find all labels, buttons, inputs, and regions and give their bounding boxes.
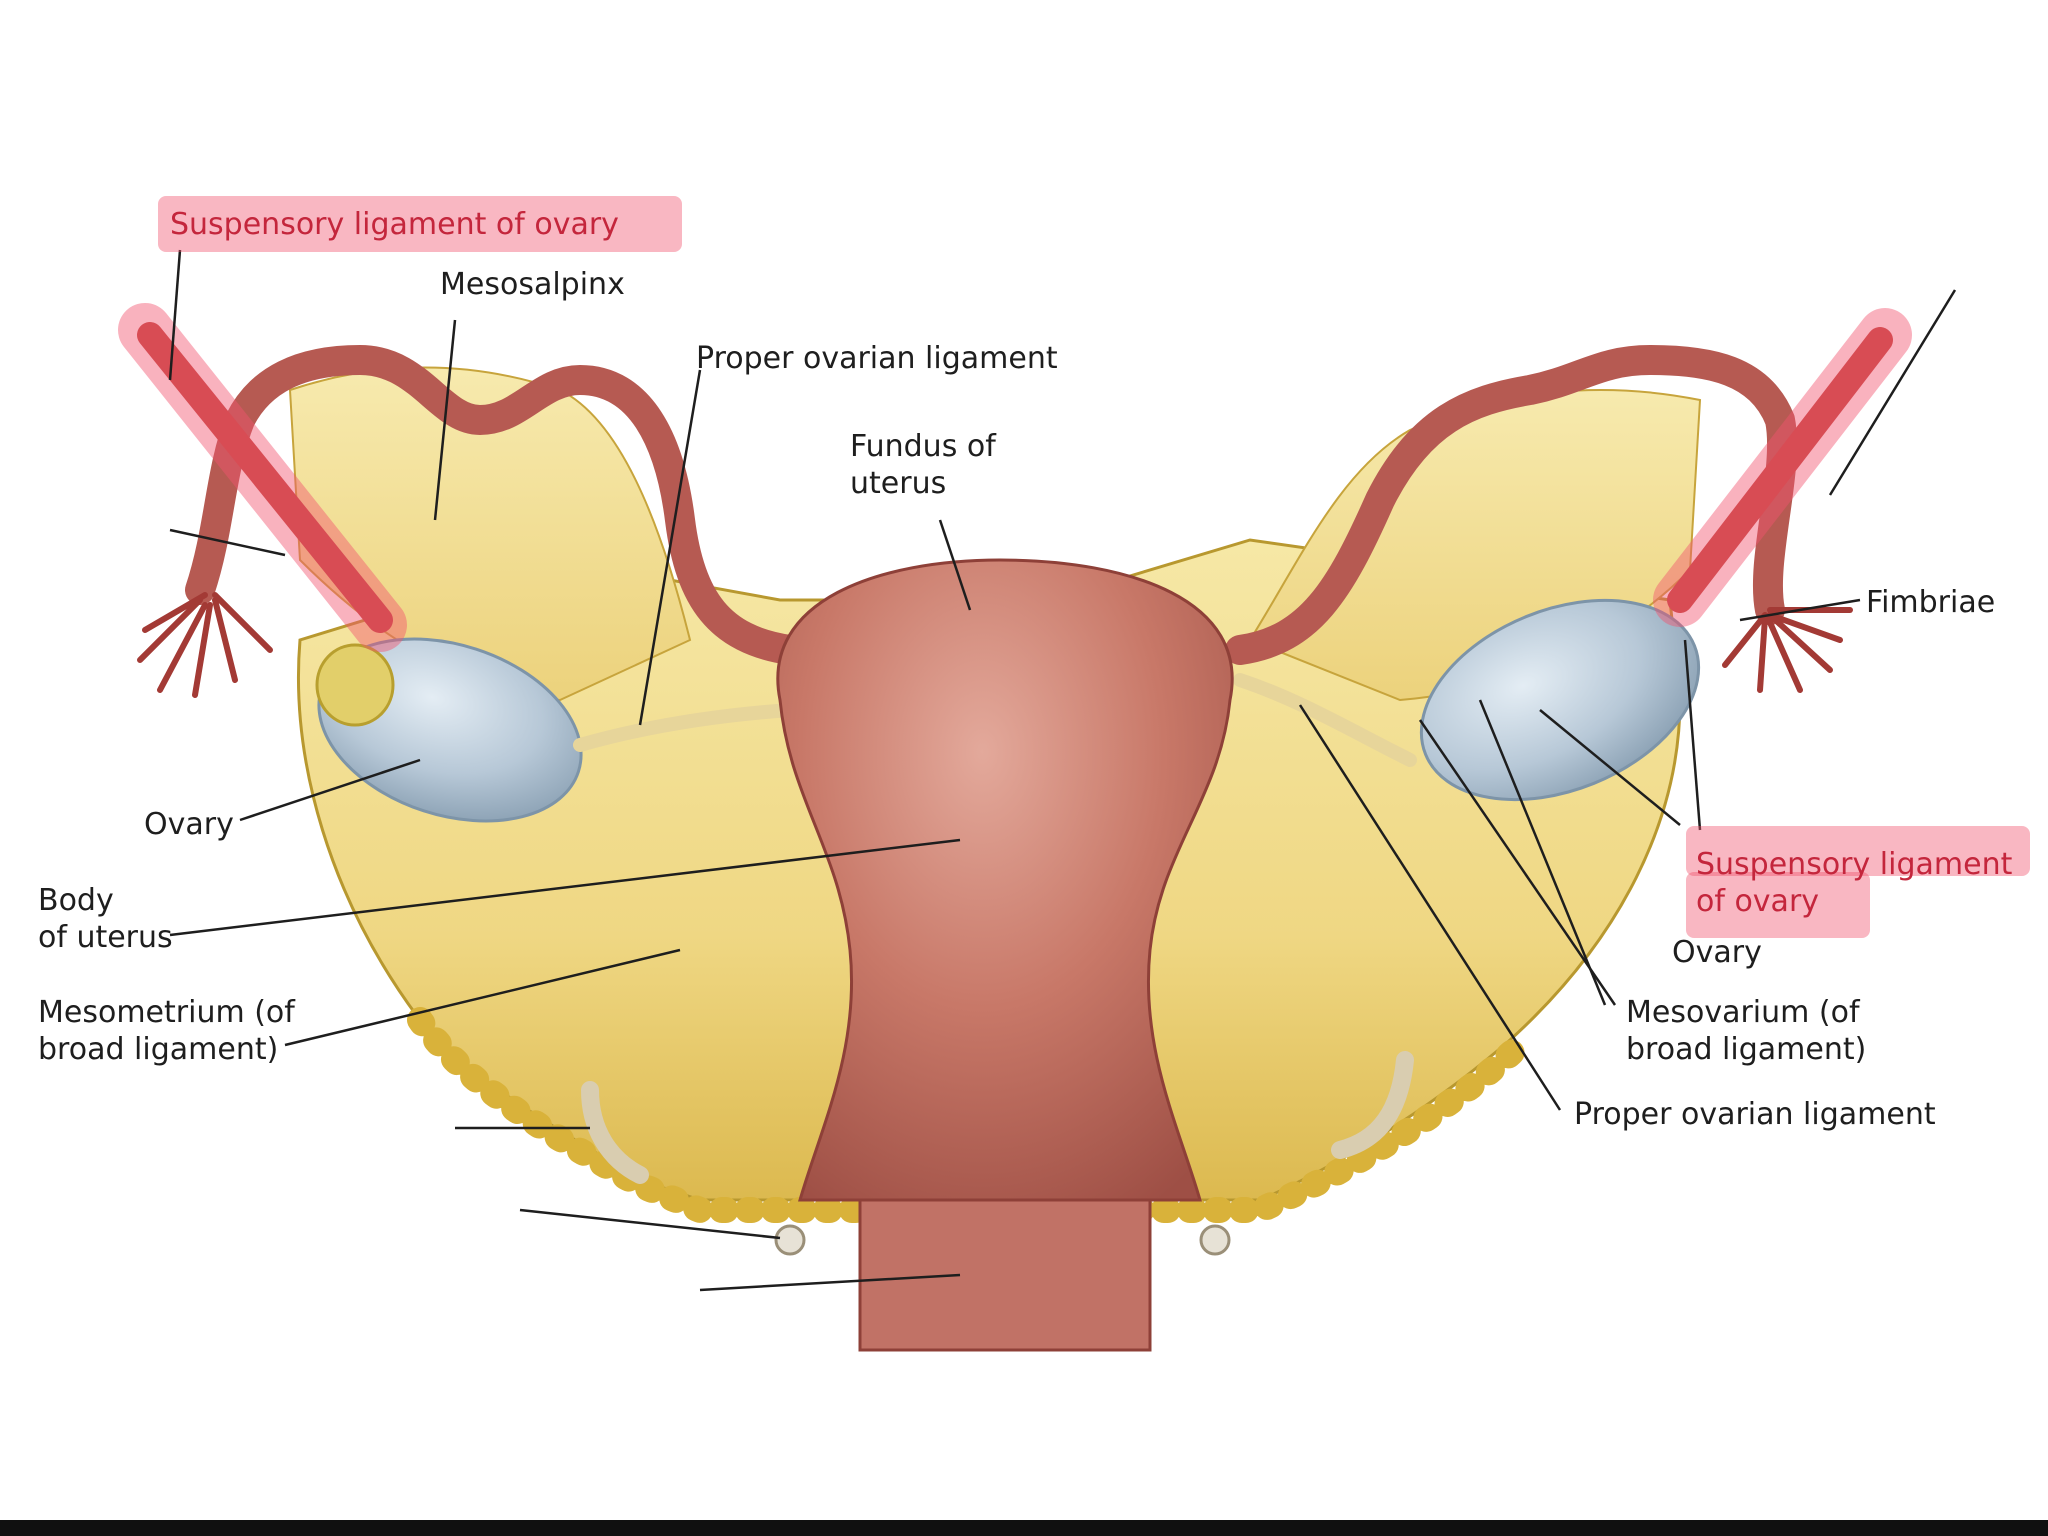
label-mesometrium: Mesometrium (of broad ligament) xyxy=(38,995,295,1067)
bottom-edge-bar xyxy=(0,1520,2048,1536)
leader-lines xyxy=(168,249,1957,1292)
label-suspensory-ligament-right: Suspensory ligament of ovary xyxy=(1696,847,2013,919)
right-ureter xyxy=(1199,1224,1231,1256)
left-proper-ovarian-ligament xyxy=(573,703,797,752)
label-ovary-left: Ovary xyxy=(144,807,234,842)
cervix xyxy=(858,1198,1152,1352)
left-uterine-tube xyxy=(185,344,805,665)
label-fundus-of-uterus: Fundus of uterus xyxy=(850,429,996,501)
suspensory-right-highlight-line1 xyxy=(1686,826,2030,876)
left-suspensory-ligament xyxy=(137,322,393,633)
right-fimbriae xyxy=(1722,607,1853,693)
right-proper-ovarian-ligament xyxy=(1233,673,1417,767)
corpus-luteum xyxy=(315,643,395,727)
label-proper-ovarian-ligament-bottom: Proper ovarian ligament xyxy=(1574,1097,1936,1132)
right-suspensory-ligament xyxy=(1667,327,1893,613)
right-suspensory-highlight xyxy=(1653,308,1912,627)
uterus xyxy=(776,558,1234,1202)
left-suspensory-highlight xyxy=(118,303,407,652)
label-suspensory-ligament-left: Suspensory ligament of ovary xyxy=(170,207,619,242)
suspensory-left-highlight xyxy=(158,196,682,252)
label-mesovarium: Mesovarium (of broad ligament) xyxy=(1626,995,1867,1067)
label-mesosalpinx: Mesosalpinx xyxy=(440,267,625,302)
right-round-ligament xyxy=(1331,1051,1414,1159)
left-fimbriae xyxy=(137,592,273,698)
right-ovary xyxy=(1419,598,1701,802)
left-ureter xyxy=(774,1224,806,1256)
label-fimbriae: Fimbriae xyxy=(1866,585,1996,620)
suspensory-right-highlight-line2 xyxy=(1686,872,1870,938)
label-body-of-uterus: Body of uterus xyxy=(38,883,173,955)
label-proper-ovarian-ligament-top: Proper ovarian ligament xyxy=(696,341,1058,376)
label-ovary-right: Ovary xyxy=(1672,935,1762,970)
left-round-ligament xyxy=(581,1081,649,1184)
